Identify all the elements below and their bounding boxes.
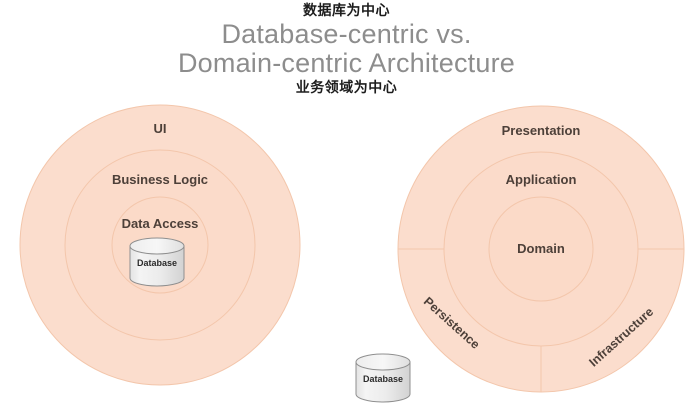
cylinder-top — [355, 353, 411, 371]
database-cylinder-bottom[interactable]: Database — [355, 353, 411, 403]
ring-label-domain: Domain — [517, 241, 565, 256]
cylinder-body — [129, 245, 185, 287]
ring-label-business-logic: Business Logic — [112, 172, 208, 187]
diagram-database-centric: UI Business Logic Data Access Database — [19, 104, 301, 386]
ring-label-data-access: Data Access — [122, 216, 199, 231]
ring-label-ui: UI — [154, 121, 167, 136]
database-cylinder-label-bottom: Database — [363, 374, 403, 384]
database-cylinder-label-left: Database — [137, 258, 177, 268]
ring-label-application: Application — [506, 172, 577, 187]
database-cylinder-left[interactable]: Database — [129, 237, 185, 287]
cylinder-body — [355, 361, 411, 403]
diagram-domain-centric: Presentation Application Domain Persiste… — [355, 105, 685, 403]
ring-label-presentation: Presentation — [502, 123, 581, 138]
cylinder-top — [129, 237, 185, 255]
ring-domain[interactable] — [488, 196, 594, 302]
